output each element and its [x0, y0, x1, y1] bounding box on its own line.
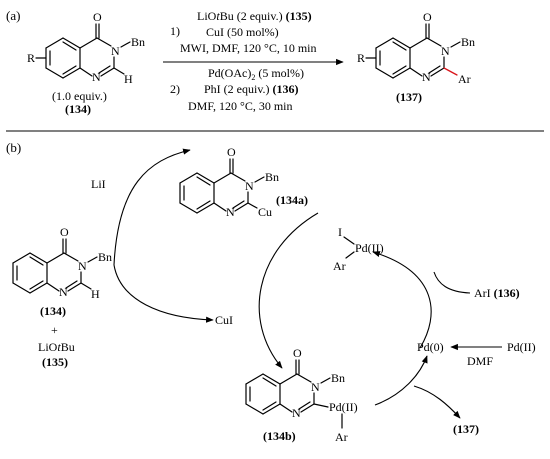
134b-n1: N	[292, 406, 301, 420]
134a-id: (134a)	[276, 193, 308, 207]
reactant-h: H	[124, 72, 133, 86]
product-ar: Ar	[458, 72, 471, 86]
step1-catalyst: CuI (50 mol%)	[206, 25, 279, 39]
panel-b-label: (b)	[6, 140, 21, 155]
base-label: LiOtBu	[38, 340, 75, 354]
reactant-n1: N	[92, 70, 101, 84]
pd-complex-i: I	[338, 225, 342, 239]
134a-o: O	[227, 145, 236, 159]
pd0-label: Pd(0)	[417, 340, 444, 354]
134b-bn: Bn	[331, 371, 345, 385]
step1-number: 1)	[170, 24, 180, 38]
step2-conditions: DMF, 120 °C, 30 min	[188, 99, 293, 113]
cu-cycle-arc-to-134b	[258, 212, 319, 369]
cui-label: CuI	[215, 313, 233, 327]
cu-cycle-upper-arc	[113, 148, 191, 266]
product-id: (137)	[396, 90, 422, 104]
step2-number: 2)	[170, 82, 180, 96]
cu-cycle-arc-to-cui	[113, 264, 214, 323]
pd2-source-label: Pd(II)	[507, 340, 536, 354]
134a-n1: N	[226, 205, 235, 219]
base-id: (135)	[42, 355, 68, 369]
lii-label: LiI	[91, 177, 106, 191]
134b-ar: Ar	[335, 430, 348, 444]
product-bn: Bn	[461, 35, 475, 49]
134a-bn: Bn	[265, 170, 279, 184]
product-r: R	[357, 51, 365, 65]
step1-conditions: MWI, DMF, 120 °C, 10 min	[180, 41, 317, 55]
134b-o: O	[293, 346, 302, 360]
start-bn: Bn	[98, 250, 112, 264]
start-h: H	[91, 287, 100, 301]
start-id: (134)	[40, 304, 66, 318]
plus-sign: +	[51, 323, 58, 337]
134a-n3: N	[245, 179, 254, 193]
ari-label: ArI (136)	[474, 286, 520, 300]
reactant-bn: Bn	[131, 35, 145, 49]
pd-i-bond	[343, 236, 355, 245]
134b-pd: Pd(II)	[329, 400, 358, 414]
reactant-n3: N	[111, 44, 120, 58]
step2-catalyst: Pd(OAc)2 (5 mol%)	[208, 66, 304, 82]
panel-a-label: (a)	[6, 8, 20, 23]
pd-complex-ar: Ar	[333, 259, 346, 273]
step2-reagent: PhI (2 equiv.) (136)	[204, 82, 299, 96]
product-137-structure	[365, 23, 461, 79]
pd-cycle-upper-right-arc	[372, 251, 432, 349]
product-n3: N	[441, 44, 450, 58]
reactant-equiv: (1.0 equiv.)	[52, 89, 107, 103]
start-134-structure	[12, 238, 98, 294]
product-n1: N	[422, 70, 431, 84]
134a-cu: Cu	[258, 205, 272, 219]
reactant-id: (134)	[65, 102, 91, 116]
start-n3: N	[78, 259, 87, 273]
start-n1: N	[59, 285, 68, 299]
reactant-134-structure	[35, 23, 131, 79]
step1-reagent: LiOtBu (2 equiv.) (135)	[197, 9, 312, 23]
ari-feed-arc	[433, 271, 471, 294]
pd-ar-bond	[345, 251, 355, 259]
134b-n3: N	[311, 380, 320, 394]
dmf-label: DMF	[467, 354, 493, 368]
134b-id: (134b)	[263, 429, 296, 443]
intermediate-134a-structure	[179, 158, 265, 214]
product-o: O	[423, 10, 432, 24]
product-137-label: (137)	[453, 422, 479, 436]
pd-cycle-lower-arc	[374, 355, 428, 406]
reactant-o: O	[93, 10, 102, 24]
pd-complex-pd: Pd(II)	[355, 241, 384, 255]
reactant-r: R	[27, 51, 35, 65]
start-o: O	[60, 225, 69, 239]
intermediate-134b-structure	[245, 359, 343, 429]
product-release-arrow	[413, 385, 461, 419]
